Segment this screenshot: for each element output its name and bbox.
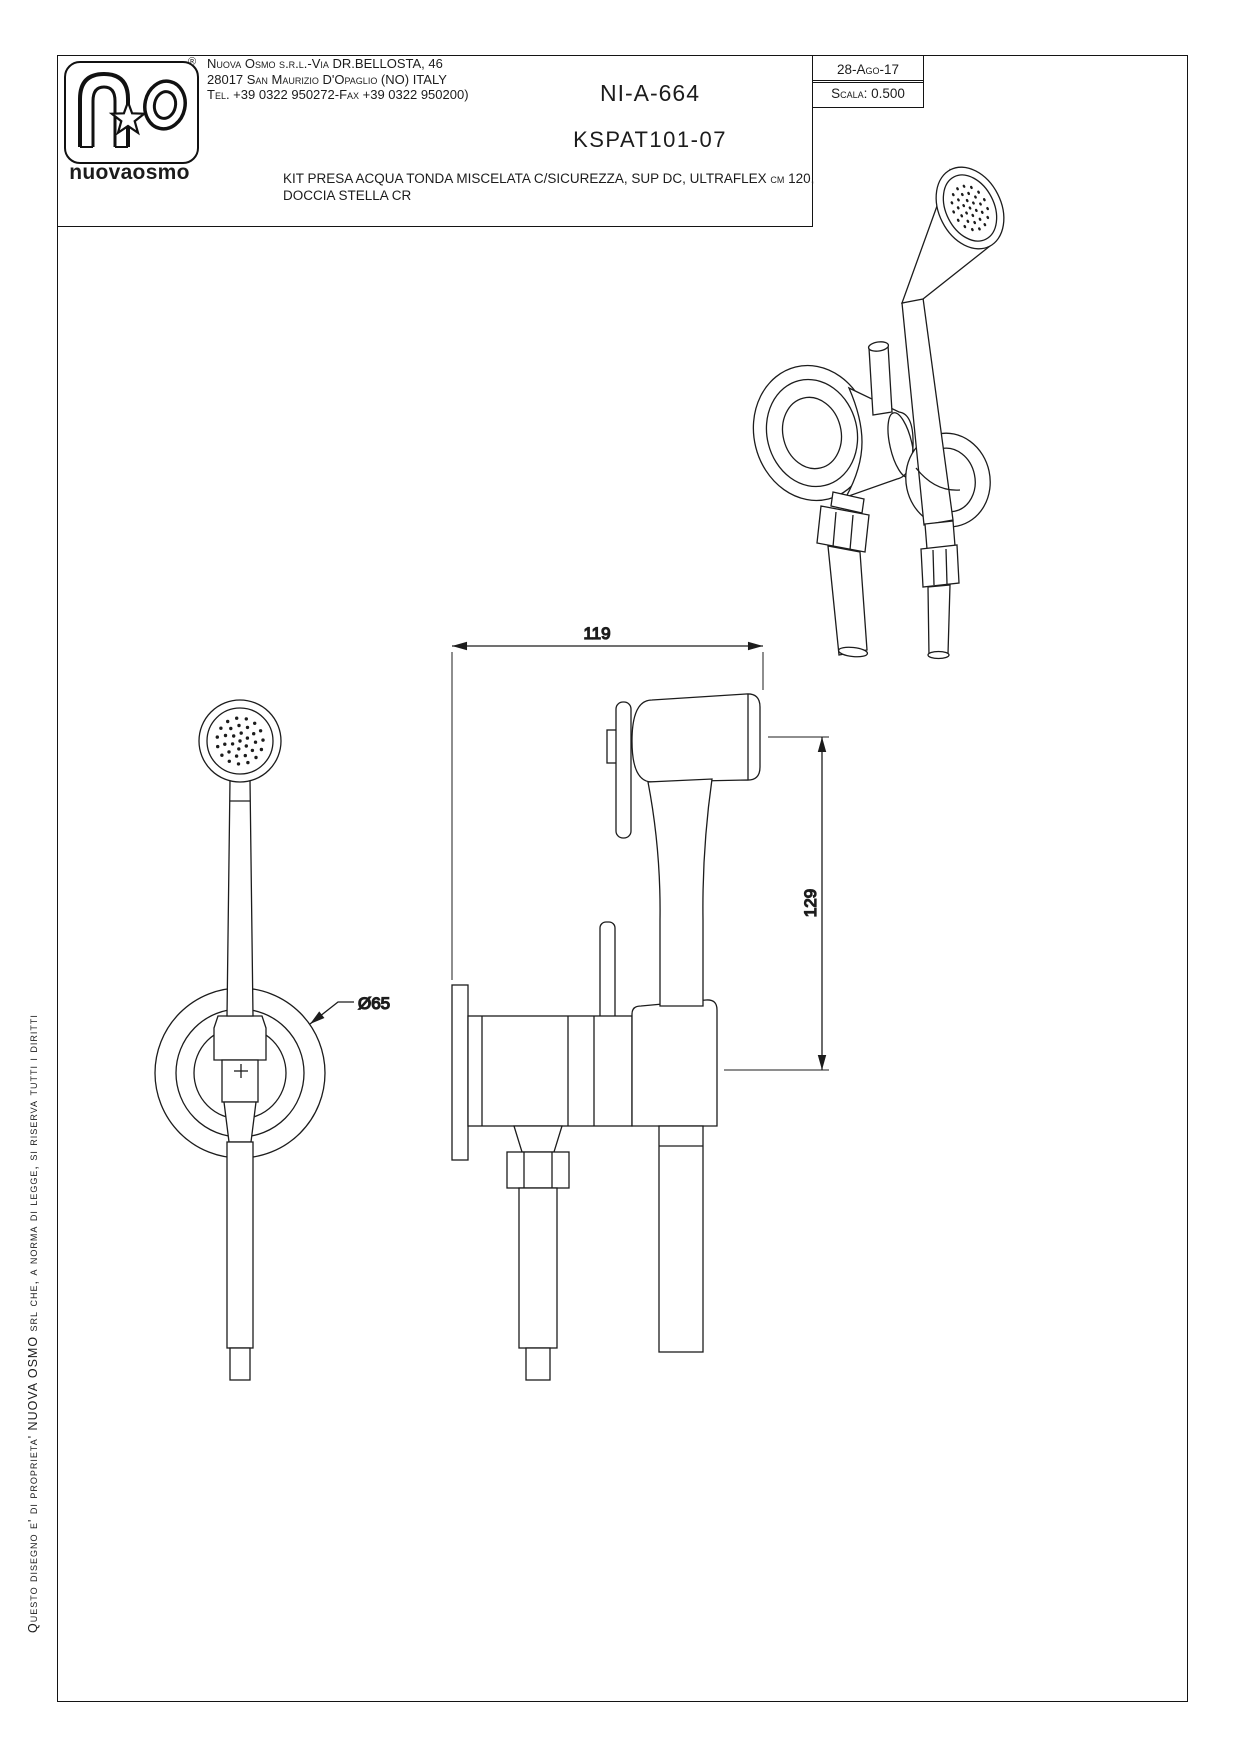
drawing-number: NI-A-664 xyxy=(599,80,701,106)
diameter-callout: Ø65 xyxy=(309,993,391,1025)
logo-wordmark: nuovaosmo xyxy=(69,161,190,184)
address-line-1: Nuova Osmo s.r.l.-Via DR.BELLOSTA, 46 xyxy=(207,56,443,71)
valve-body-perspective xyxy=(844,386,914,499)
description-line-1: KIT PRESA ACQUA TONDA MISCELATA C/SICURE… xyxy=(283,171,815,186)
shower-holder-side xyxy=(631,999,718,1127)
date-value: 28-Ago-17 xyxy=(836,61,900,77)
title-block-divider xyxy=(57,226,813,227)
handshower-handle-side xyxy=(647,778,713,1007)
supply-hose-perspective xyxy=(816,491,870,658)
perspective-view xyxy=(752,166,1005,660)
product-code: KSPAT101-07 xyxy=(573,127,727,152)
logo-o-glyph xyxy=(143,79,187,131)
handshower-hose-front xyxy=(223,1101,257,1381)
logo-box xyxy=(64,61,199,164)
logo-star-icon xyxy=(108,98,148,136)
shower-holder-front xyxy=(213,1015,267,1061)
address-line-3: Tel. +39 0322 950272-Fax +39 0322 950200… xyxy=(207,87,469,103)
holder-front-lip xyxy=(915,467,961,491)
handshower-hose-perspective xyxy=(920,520,960,660)
flange-center-mark xyxy=(234,1064,248,1078)
diameter-label: Ø65 xyxy=(358,994,390,1013)
drawing-description: KIT PRESA ACQUA TONDA MISCELATA C/SICURE… xyxy=(283,170,814,204)
supply-hose-side xyxy=(506,1125,570,1381)
scale-box: Scala: 0.500 xyxy=(812,79,924,108)
logo-mark xyxy=(78,71,187,148)
front-view: Ø65 xyxy=(154,699,391,1381)
handshower-handle-front xyxy=(226,779,254,1017)
handshower-hose-side xyxy=(658,1125,704,1353)
date-box: 28-Ago-17 xyxy=(812,55,924,83)
description-line-2: DOCCIA STELLA CR xyxy=(283,188,412,203)
handshower-head-side xyxy=(631,693,761,783)
handshower-head-perspective xyxy=(901,166,1005,304)
wall-plate-side xyxy=(451,984,469,1161)
control-lever-side xyxy=(599,921,616,1023)
address-line-2: 28017 San Maurizio D'Opaglio (NO) ITALY xyxy=(207,71,447,87)
head-bracket-side xyxy=(606,701,632,839)
dimension-width-label: 119 xyxy=(583,624,610,643)
spray-face-dots-front xyxy=(215,716,265,766)
company-address: Nuova Osmo s.r.l.-Via DR.BELLOSTA, 46 28… xyxy=(207,56,469,103)
handshower-head-front xyxy=(198,699,282,783)
registered-trademark-icon: ® xyxy=(188,56,197,68)
logo-n-glyph xyxy=(78,71,130,147)
wall-flange-perspective xyxy=(752,364,872,502)
dimension-height-label: 129 xyxy=(801,889,820,917)
sheet-border xyxy=(57,55,1188,1702)
side-view: 119 129 xyxy=(451,623,829,1381)
spray-face-dots-perspective xyxy=(950,184,990,232)
control-lever-perspective xyxy=(868,344,893,416)
dimension-height: 129 xyxy=(724,736,829,1071)
dimension-width: 119 xyxy=(451,623,764,980)
title-block-divider-vertical xyxy=(812,55,813,227)
scale-value: Scala: 0.500 xyxy=(831,86,905,102)
valve-body-side xyxy=(467,1015,633,1127)
